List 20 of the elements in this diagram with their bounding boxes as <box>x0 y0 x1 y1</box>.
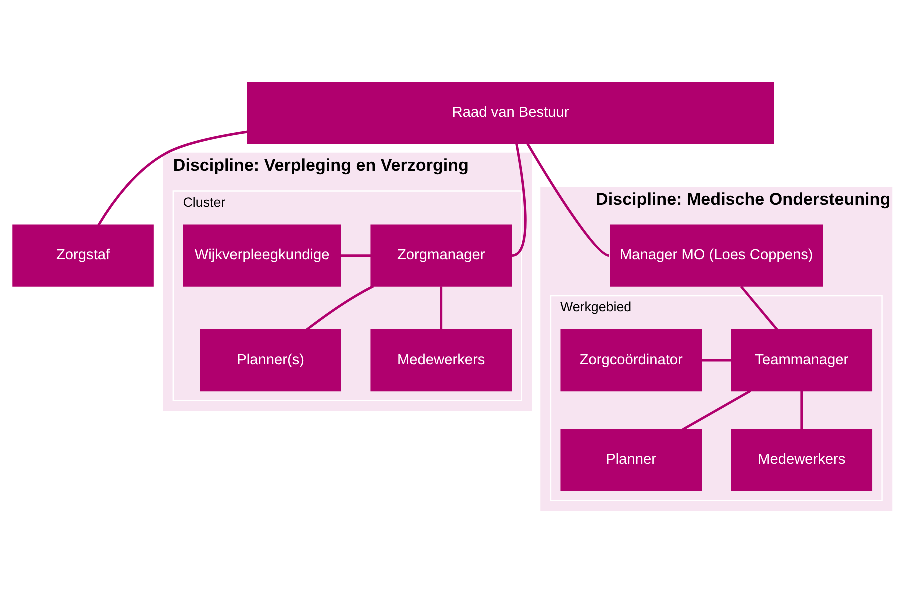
node-box: Medewerkers <box>370 330 512 392</box>
node-box: Zorgcoördinator <box>560 330 702 392</box>
connector <box>740 286 778 331</box>
connector <box>682 390 752 431</box>
connector <box>98 130 248 226</box>
node-box: Manager MO (Loes Coppens) <box>610 224 824 287</box>
node-box: Teammanager <box>731 330 873 392</box>
node-box: Zorgstaf <box>12 224 154 287</box>
connector <box>800 391 804 430</box>
connector <box>526 143 610 257</box>
node-box: Wijkverpleegkundige <box>183 224 342 287</box>
node-box: Raad van Bestuur <box>247 82 774 144</box>
node-box: Zorgmanager <box>370 224 512 287</box>
connector <box>440 286 443 330</box>
node-box: Planner <box>560 429 702 492</box>
connector <box>306 285 374 331</box>
connector <box>702 359 732 362</box>
node-box: Medewerkers <box>731 429 873 492</box>
connector <box>341 254 372 258</box>
node-box: Planner(s) <box>200 330 342 392</box>
